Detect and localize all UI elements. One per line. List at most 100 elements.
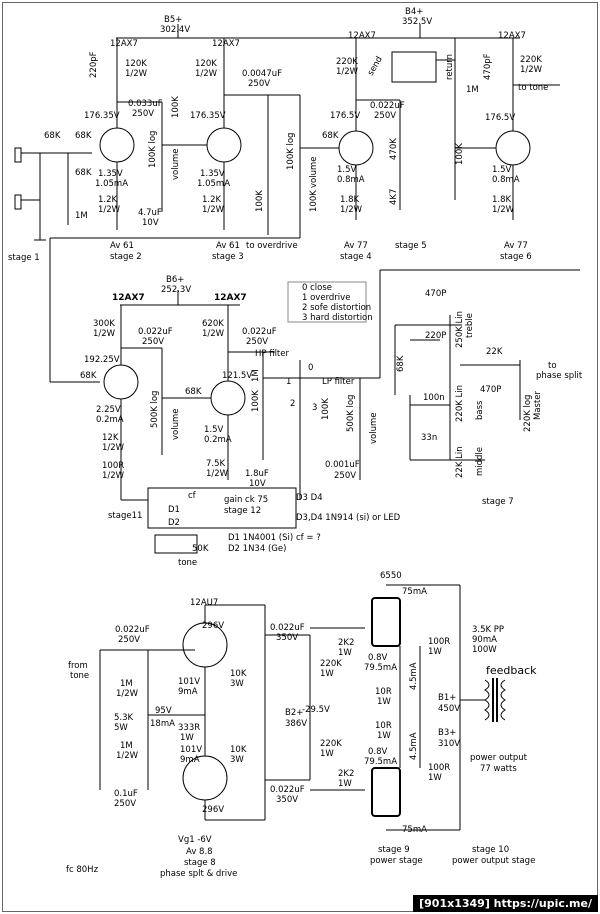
- res-68k-d: 68K: [322, 131, 339, 141]
- res-620k-w: 1/2W: [202, 329, 225, 339]
- grid-i-a: 9mA: [178, 687, 198, 697]
- current-75-a: 75mA: [402, 587, 427, 597]
- switch-legend: 0 close 1 overdrive 2 sofe distortion 3 …: [287, 281, 373, 323]
- pot-vol-2: 100K log: [286, 133, 296, 170]
- plate-v-7a: 296V: [202, 621, 224, 631]
- res-12k: 12K: [102, 433, 119, 443]
- bias-label: -29.5V: [302, 705, 330, 715]
- cap-18uf: 1.8uF: [245, 469, 269, 479]
- b2-voltage: 386V: [285, 719, 307, 729]
- res-220k-ps-a-w: 1W: [320, 669, 334, 679]
- cf-label: cf: [188, 491, 197, 501]
- cap-220p: 220P: [425, 331, 446, 341]
- vol-label-4: volume: [369, 413, 379, 445]
- tube-label-7: 12AU7: [190, 598, 218, 608]
- tube-label-2: 12AX7: [212, 39, 240, 49]
- plate-v-3: 176.5V: [330, 111, 360, 121]
- vol-label-3: volume: [171, 409, 181, 441]
- cath-v-1: 1.35V: [98, 169, 123, 179]
- stage-3: stage 3: [212, 252, 244, 262]
- cath-i-8a: 79.5mA: [364, 663, 397, 673]
- cap-0033-v: 250V: [132, 109, 154, 119]
- res-1m-b: 1M: [466, 85, 479, 95]
- cap-18uf-v: 10V: [249, 479, 266, 489]
- cath-v-5: 2.25V: [96, 405, 121, 415]
- cath-v-2: 1.35V: [200, 169, 225, 179]
- switch-pos-0: 0: [308, 363, 313, 373]
- legend-0: 0 close: [302, 283, 332, 293]
- vol-label-2: volume: [309, 157, 319, 189]
- cath-i-1: 1.05mA: [95, 179, 128, 189]
- stage-4: stage 4: [340, 252, 372, 262]
- gain-ck: gain ck 75: [224, 495, 268, 505]
- b5-voltage: 302.4V: [160, 25, 190, 35]
- stage-3-gain: Av 61: [216, 241, 240, 251]
- cap-0022-pb-v: 350V: [276, 633, 298, 643]
- res-120k-b: 120K: [195, 59, 217, 69]
- current-75-b: 75mA: [402, 825, 427, 835]
- plate-v-1: 176.35V: [84, 111, 120, 121]
- tube-label-3: 12AX7: [348, 31, 376, 41]
- res-1k2-a-w: 1/2W: [98, 205, 121, 215]
- cath-v-8b: 0.8V: [368, 747, 388, 757]
- to-tone-label: to tone: [518, 83, 548, 93]
- cap-0033: 0.033uF: [128, 99, 163, 109]
- res-220k-ps-a: 220K: [320, 659, 342, 669]
- cap-220pf: 220pF: [89, 51, 99, 78]
- lp-filter: LP filter: [322, 377, 355, 387]
- grid-v-a: 101V: [178, 677, 200, 687]
- tone-labels: 470P 220P 68K 250K Lin treble 22K to pha…: [396, 289, 583, 507]
- res-100k-c: 100K: [455, 143, 465, 165]
- power-output-label: power output: [470, 753, 528, 763]
- current-45-b: 4.5mA: [409, 732, 419, 760]
- res-300k-w: 1/2W: [93, 329, 116, 339]
- pot-22k: 22K Lin: [455, 446, 465, 478]
- res-1k2-b: 1.2K: [202, 195, 222, 205]
- res-1k8-b-w: 1/2W: [492, 205, 515, 215]
- cap-0022: 0.022uF: [370, 101, 405, 111]
- res-2k2-b-w: 1W: [338, 779, 352, 789]
- i18-label: 18mA: [150, 719, 175, 729]
- cath-v-3: 1.5V: [337, 165, 357, 175]
- res-10k-a: 10K: [230, 669, 247, 679]
- wires-power: [99, 584, 506, 831]
- b4-voltage: 352.5V: [402, 17, 432, 27]
- cap-100n: 100n: [423, 393, 445, 403]
- cath-v-4: 1.5V: [492, 165, 512, 175]
- stage-10: stage 10: [472, 845, 509, 855]
- tube-label-6: 12AX7: [214, 293, 247, 303]
- cap-0022-b: 0.022uF: [242, 327, 277, 337]
- master-label: Master: [533, 390, 543, 420]
- res-333r-w: 1W: [180, 733, 194, 743]
- to-phase-label: to: [548, 361, 557, 371]
- res-620k: 620K: [202, 319, 224, 329]
- res-1m-row2: 1M: [251, 369, 261, 382]
- legend-2: 2 sofe distortion: [302, 303, 371, 313]
- stage-11: stage11: [108, 511, 142, 521]
- cf-question: cf = ?: [296, 533, 321, 543]
- cap-0022-a: 0.022uF: [138, 327, 173, 337]
- ot-current: 90mA: [472, 635, 497, 645]
- res-333r: 333R: [178, 723, 200, 733]
- tube-labels: 12AX7 12AX7 12AX7 12AX7 12AX7 12AX7 12AU…: [110, 31, 526, 608]
- res-10k-b-w: 3W: [230, 755, 244, 765]
- res-7k5: 7.5K: [206, 459, 226, 469]
- res-1m-ps: 1M: [120, 679, 133, 689]
- stage-10-desc: power output stage: [452, 856, 535, 866]
- cap-47uf: 4.7uF: [138, 208, 162, 218]
- res-4k7: 4K7: [389, 189, 399, 205]
- plate-v-6: 121.5V: [222, 371, 252, 381]
- cath-i-6: 0.2mA: [204, 435, 232, 445]
- feedback-label: feedback: [486, 664, 537, 677]
- stage-8-desc: phase splt & drive: [160, 869, 237, 879]
- cap-47uf-v: 10V: [142, 218, 159, 228]
- tube-label-1: 12AX7: [110, 39, 138, 49]
- stage-6: stage 6: [500, 252, 532, 262]
- res-68k-c: 68K: [75, 168, 92, 178]
- d1-part: D1 1N4001 (Si): [228, 533, 293, 543]
- plate-v-7b: 296V: [202, 805, 224, 815]
- res-2k2-a-w: 1W: [338, 648, 352, 658]
- b6-voltage: 252.3V: [161, 285, 191, 295]
